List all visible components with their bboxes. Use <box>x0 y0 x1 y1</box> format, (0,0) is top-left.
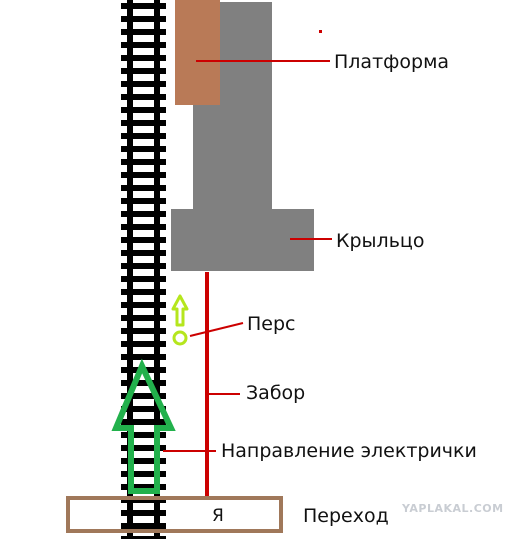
track-sleeper <box>121 107 166 113</box>
track-sleeper <box>121 94 166 100</box>
track-sleeper <box>121 315 166 321</box>
crossing <box>66 496 283 533</box>
track-sleeper <box>121 3 166 9</box>
track-sleeper <box>121 432 166 438</box>
track-sleeper <box>121 16 166 22</box>
track-sleeper <box>121 380 166 386</box>
track-sleeper <box>121 445 166 451</box>
train-direction-arrow <box>111 358 176 494</box>
track-sleeper <box>121 211 166 217</box>
track-sleeper <box>121 484 166 490</box>
track-sleeper <box>121 471 166 477</box>
track-sleeper <box>121 276 166 282</box>
track-sleeper <box>121 419 166 425</box>
track-sleeper <box>121 302 166 308</box>
track-sleeper <box>121 81 166 87</box>
track-sleeper <box>121 341 166 347</box>
track-sleeper <box>121 120 166 126</box>
track-sleeper <box>121 198 166 204</box>
building-body <box>193 100 272 212</box>
porch-label: Крыльцо <box>336 230 425 252</box>
track-sleeper <box>121 393 166 399</box>
watermark: YAPLAKAL.COM <box>402 502 504 515</box>
person-label: Перс <box>247 313 296 335</box>
platform-label: Платформа <box>334 51 450 73</box>
person-leader <box>189 322 244 337</box>
leader-lines <box>163 30 332 452</box>
track-sleeper <box>121 406 166 412</box>
person-circle <box>172 330 188 346</box>
track-sleeper <box>121 185 166 191</box>
track-sleeper <box>121 250 166 256</box>
track-sleeper <box>121 55 166 61</box>
track-sleeper <box>121 237 166 243</box>
track-sleeper <box>121 68 166 74</box>
track-sleeper <box>121 224 166 230</box>
building-top <box>220 2 272 112</box>
track-sleeper <box>121 510 166 516</box>
fence-label: Забор <box>246 382 306 404</box>
platform <box>175 0 220 105</box>
me-label: Я <box>212 506 224 526</box>
track-sleeper <box>121 133 166 139</box>
person-direction-arrow <box>171 294 189 327</box>
track-sleeper <box>121 458 166 464</box>
stray-dot <box>319 30 322 33</box>
track-sleeper <box>121 263 166 269</box>
person-marker <box>171 294 189 346</box>
crossing-label: Переход <box>303 505 389 527</box>
track-sleeper <box>121 354 166 360</box>
track-sleeper <box>121 159 166 165</box>
left-rail <box>127 0 133 539</box>
fence <box>205 272 209 496</box>
track-sleeper <box>121 146 166 152</box>
right-rail <box>154 0 160 539</box>
track-sleeper <box>121 29 166 35</box>
track-sleeper <box>121 536 166 539</box>
track-sleeper <box>121 42 166 48</box>
track-sleeper <box>121 172 166 178</box>
track-sleeper <box>121 523 166 529</box>
track-sleeper <box>121 289 166 295</box>
track-sleeper <box>121 328 166 334</box>
train-direction-label: Направление электрички <box>221 440 477 462</box>
